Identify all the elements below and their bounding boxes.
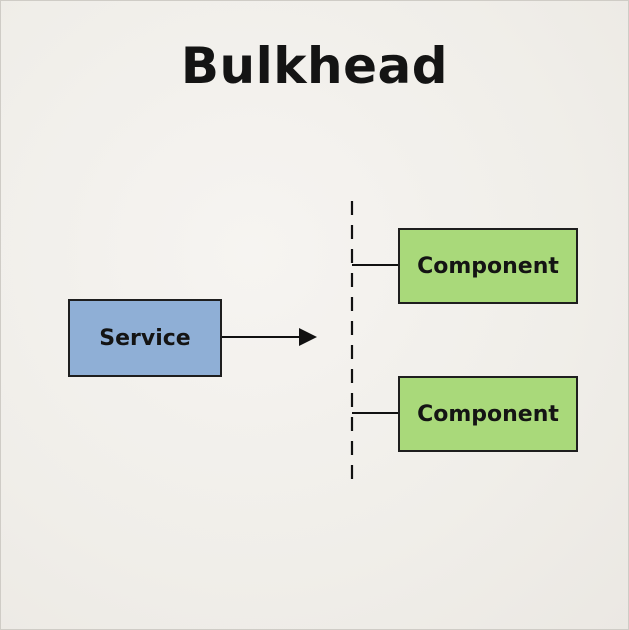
component-node-2-label: Component (417, 401, 559, 427)
service-node: Service (68, 299, 222, 377)
diagram-title: Bulkhead (180, 37, 449, 95)
service-arrow-head (299, 328, 317, 346)
component-node-2: Component (398, 376, 578, 452)
service-node-label: Service (99, 325, 191, 351)
component-node-1: Component (398, 228, 578, 304)
component-node-1-label: Component (417, 253, 559, 279)
